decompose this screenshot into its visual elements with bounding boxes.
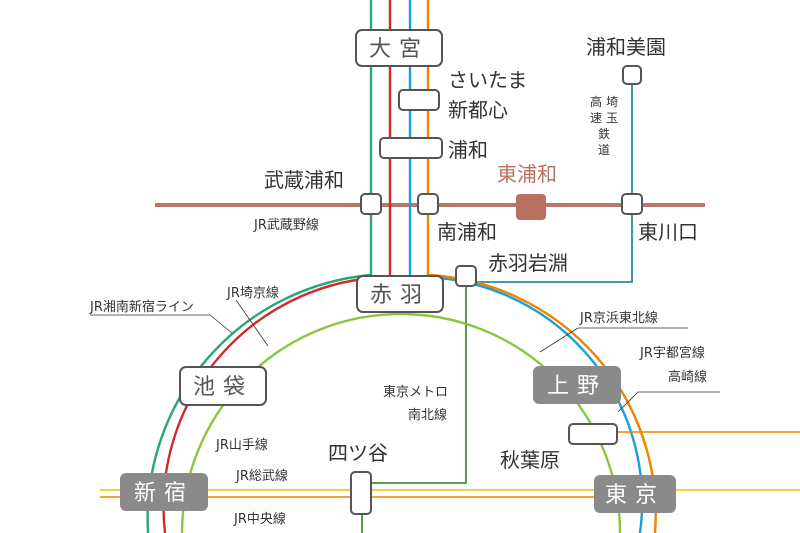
station-urawa-name: 浦和	[448, 138, 488, 162]
station-akihabara-marker[interactable]	[568, 423, 618, 445]
station-tokyo-name: 東京	[605, 483, 665, 508]
station-minami-urawa-name: 南浦和	[437, 220, 497, 244]
saitama-railway-line	[466, 80, 633, 283]
station-yotsuya-marker[interactable]	[350, 471, 372, 515]
leader-saikyo	[235, 299, 269, 347]
station-shinjuku-box[interactable]	[120, 473, 208, 511]
line-labels	[90, 299, 720, 413]
station-higashi-kawaguchi-name: 東川口	[638, 220, 698, 244]
station-akabane-iwabuchi-name: 赤羽岩淵	[488, 251, 568, 275]
station-ueno-name: 上野	[547, 374, 607, 399]
label-saikyo-line: JR埼京線	[226, 285, 279, 301]
station-omiya-name: 大宮	[369, 37, 429, 62]
station-yotsuya-name: 四ツ谷	[328, 441, 388, 465]
label-saitama-railway-char: 道	[598, 143, 610, 157]
label-saitama-railway-char: 埼	[606, 95, 618, 109]
station-urawa-misono-name: 浦和美園	[586, 35, 666, 59]
station-ueno-box[interactable]	[533, 366, 621, 404]
label-keihin-tohoku-line: JR京浜東北線	[579, 310, 658, 326]
station-higashi-urawa-marker[interactable]	[516, 194, 546, 220]
leader-utsunomiya-diag	[617, 391, 639, 413]
station-saitama-shintoshin-name-1: さいたま	[448, 68, 527, 92]
station-minami-urawa-marker[interactable]	[417, 193, 439, 215]
label-utsunomiya-line: JR宇都宮線	[639, 345, 705, 361]
label-saitama-railway-char: 速	[590, 111, 602, 125]
station-akabane-iwabuchi-marker[interactable]	[455, 265, 477, 287]
station-saitama-shintoshin-name-2: 新都心	[448, 98, 508, 122]
label-musashino-line: JR武蔵野線	[253, 217, 319, 233]
label-saitama-railway-char: 鉄	[598, 126, 610, 141]
label-saitama-railway-char: 玉	[606, 111, 618, 125]
label-namboku-line-1: 東京メトロ	[383, 384, 448, 400]
label-namboku-line-2: 南北線	[408, 407, 447, 423]
station-names: 大宮 さいたま 新都心 浦和 武蔵浦和 東浦和 南浦和 浦和美園 東川口 赤羽 …	[134, 35, 698, 508]
label-sobu-line: JR総武線	[235, 468, 288, 484]
line-label-texts: JR武蔵野線 JR埼京線 JR湘南新宿ライン JR京浜東北線 JR宇都宮線 高崎…	[89, 94, 707, 527]
station-musashi-urawa-marker[interactable]	[360, 193, 382, 215]
station-musashi-urawa-name: 武蔵浦和	[264, 168, 344, 192]
station-saitama-shintoshin-marker[interactable]	[398, 89, 440, 111]
label-shonan-shinjuku-line: JR湘南新宿ライン	[89, 299, 194, 315]
station-omiya-box[interactable]	[355, 29, 443, 67]
station-akihabara-name: 秋葉原	[500, 448, 560, 472]
label-yamanote-line: JR山手線	[215, 437, 268, 453]
station-urawa-misono-marker[interactable]	[622, 65, 642, 85]
station-urawa-marker[interactable]	[379, 137, 443, 159]
leader-keihin-diag	[539, 327, 579, 353]
label-takasaki-line: 高崎線	[668, 369, 707, 385]
station-tokyo-box[interactable]	[594, 475, 676, 513]
station-akabane-box[interactable]	[356, 275, 444, 313]
yamanote-line	[180, 312, 622, 533]
label-saitama-railway: 高 埼 速 玉 鉄 道	[590, 94, 618, 157]
station-akabane-name: 赤羽	[370, 283, 430, 308]
station-higashi-kawaguchi-marker[interactable]	[621, 193, 643, 215]
station-markers	[120, 29, 676, 515]
station-shinjuku-name: 新宿	[134, 481, 194, 506]
station-ikebukuro-name: 池袋	[193, 375, 253, 400]
label-chuo-line: JR中央線	[233, 511, 286, 527]
leader-shonan-diag	[209, 314, 233, 334]
label-saitama-railway-char: 高	[590, 94, 602, 109]
station-ikebukuro-box[interactable]	[179, 366, 267, 406]
station-higashi-urawa-name: 東浦和	[497, 162, 557, 186]
